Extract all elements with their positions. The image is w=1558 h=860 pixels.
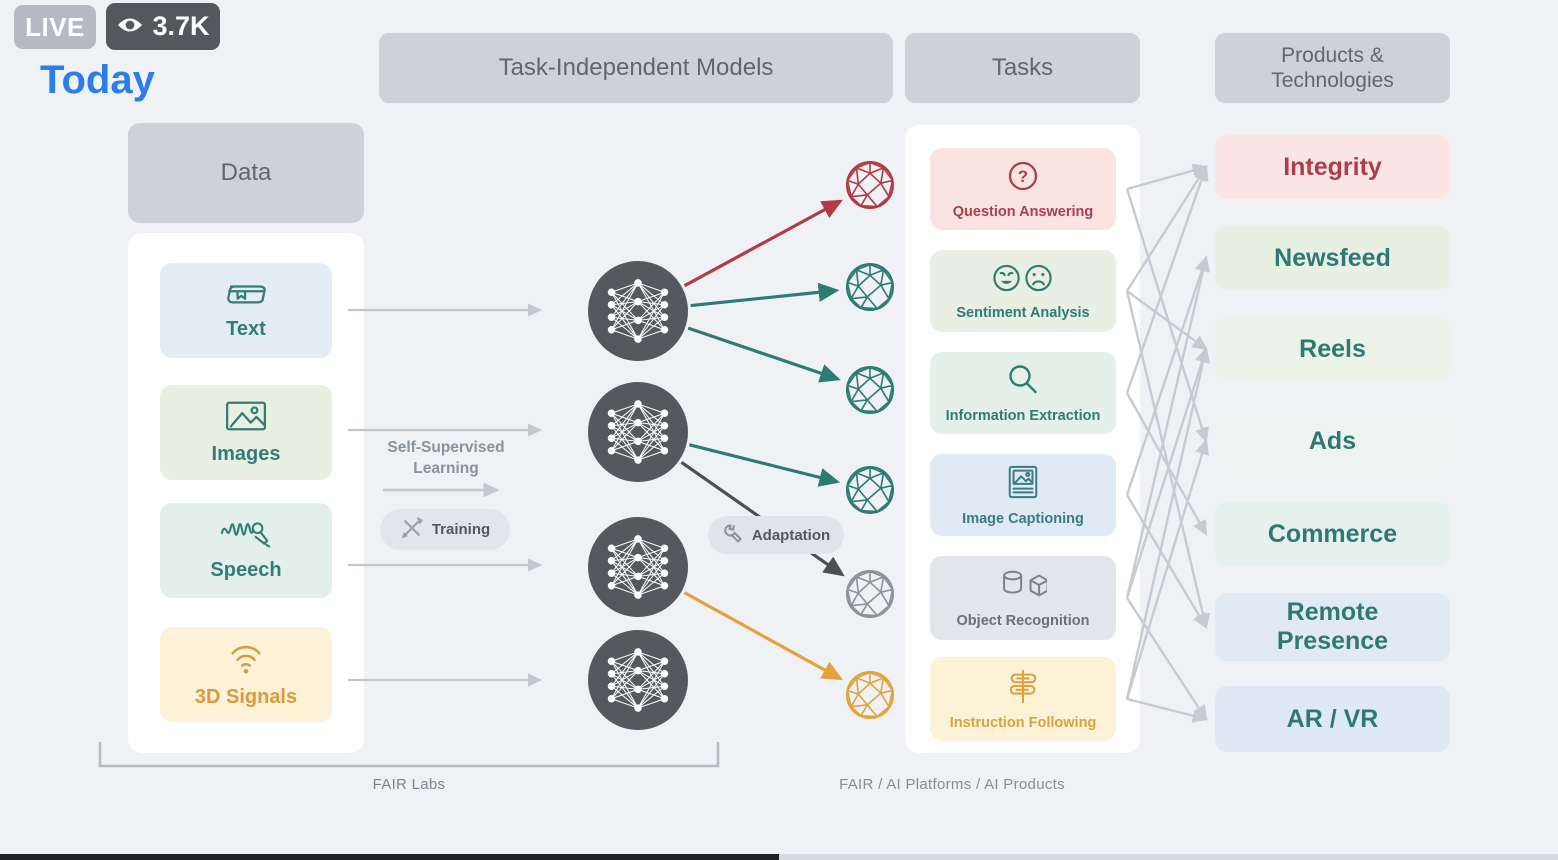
header-task-independent-models: Task-Independent Models: [379, 33, 893, 103]
task-instruction-following: Instruction Following: [930, 657, 1116, 741]
header-products-technologies: Products & Technologies: [1215, 33, 1450, 103]
signpost-icon: [1004, 668, 1042, 709]
wifi-signal-icon: [222, 640, 270, 681]
task-sentiment-analysis: Sentiment Analysis: [930, 250, 1116, 332]
task-label: Image Captioning: [962, 510, 1084, 527]
viewer-count-badge: 3.7K: [106, 3, 220, 50]
picture-icon: [223, 399, 269, 438]
product-ar-vr: AR / VR: [1215, 686, 1450, 752]
task-model-sphere-icon: [843, 260, 897, 314]
product-reels: Reels: [1215, 317, 1450, 381]
video-progress-bar[interactable]: [0, 854, 1558, 860]
neural-network-model-icon: [588, 630, 688, 730]
task-label: Sentiment Analysis: [956, 304, 1090, 321]
product-label: Ads: [1308, 426, 1357, 455]
product-label: Newsfeed: [1274, 243, 1391, 272]
eye-icon: [116, 11, 144, 42]
data-item-images: Images: [160, 385, 332, 480]
data-item-label: Text: [226, 318, 266, 340]
crossed-tools-icon: [400, 516, 424, 544]
task-model-sphere-icon: [843, 363, 897, 417]
data-item-label: 3D Signals: [194, 686, 298, 708]
fair-platforms-footnote: FAIR / AI Platforms / AI Products: [839, 776, 1065, 793]
product-integrity: Integrity: [1215, 135, 1450, 199]
task-object-recognition: Object Recognition: [930, 556, 1116, 640]
question-circle-icon: ?: [1006, 159, 1040, 198]
header-data: Data: [128, 123, 364, 223]
data-item-3d-signals: 3D Signals: [160, 627, 332, 722]
neural-network-model-icon: [588, 382, 688, 482]
self-supervised-learning-label: Self-Supervised Learning: [387, 439, 505, 477]
training-pill: Training: [380, 509, 510, 550]
task-label: Question Answering: [952, 203, 1094, 220]
product-newsfeed: Newsfeed: [1215, 226, 1450, 290]
happy-sad-faces-icon: [992, 262, 1054, 299]
product-label: Reels: [1299, 334, 1366, 363]
product-commerce: Commerce: [1215, 502, 1450, 566]
svg-text:?: ?: [1018, 167, 1028, 186]
task-model-sphere-icon: [843, 463, 897, 517]
progress-watched: [0, 854, 779, 860]
product-label: Remote Presence: [1276, 598, 1389, 655]
viewer-count: 3.7K: [152, 11, 210, 41]
wrench-icon: [722, 522, 744, 548]
waveform-mic-icon: [220, 519, 272, 554]
task-information-extraction: Information Extraction: [930, 352, 1116, 434]
header-tasks: Tasks: [905, 33, 1140, 103]
cylinder-cube-icon: [999, 568, 1049, 607]
data-item-text: Text: [160, 263, 332, 358]
data-item-label: Images: [211, 443, 281, 465]
product-label: Commerce: [1267, 519, 1398, 548]
product-ads: Ads: [1215, 409, 1450, 473]
adaptation-pill: Adaptation: [708, 516, 844, 554]
task-model-sphere-icon: [843, 567, 897, 621]
magnifier-icon: [1006, 363, 1040, 402]
task-label: Object Recognition: [956, 612, 1090, 629]
slide-title: Today: [40, 58, 155, 102]
book-icon: [223, 280, 269, 313]
live-badge-label: LIVE: [25, 11, 85, 42]
data-item-label: Speech: [210, 559, 282, 581]
task-image-captioning: Image Captioning: [930, 454, 1116, 536]
task-question-answering: ? Question Answering: [930, 148, 1116, 230]
live-badge: LIVE: [14, 5, 96, 49]
neural-network-model-icon: [588, 261, 688, 361]
task-model-sphere-icon: [843, 158, 897, 212]
task-label: Information Extraction: [945, 407, 1101, 424]
fair-labs-footnote: FAIR Labs: [372, 776, 446, 793]
captioned-image-icon: [1005, 464, 1041, 505]
product-label: AR / VR: [1286, 704, 1379, 733]
product-remote-presence: Remote Presence: [1215, 593, 1450, 661]
adaptation-label: Adaptation: [751, 526, 831, 544]
data-item-speech: Speech: [160, 503, 332, 598]
task-label: Instruction Following: [949, 714, 1097, 731]
task-model-sphere-icon: [843, 668, 897, 722]
training-label: Training: [431, 521, 491, 538]
product-label: Integrity: [1283, 152, 1382, 181]
neural-network-model-icon: [588, 517, 688, 617]
